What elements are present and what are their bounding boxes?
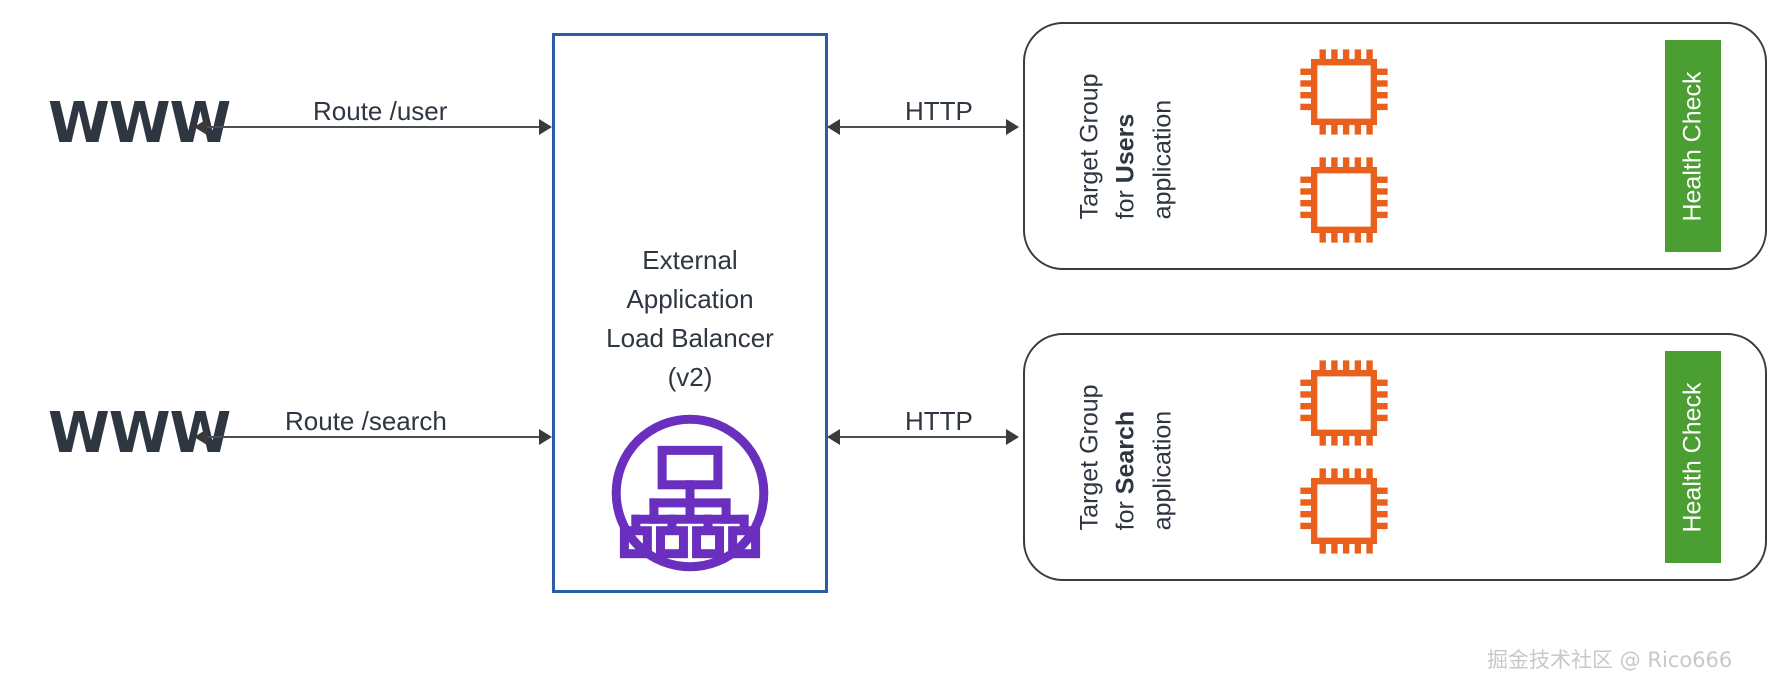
route-user-arrow-head-right (539, 119, 552, 135)
route-user-arrow-line (207, 126, 545, 128)
compute-instance-chip-icon (1290, 151, 1398, 249)
route-user-label: Route /user (313, 96, 448, 126)
tg-users-line-1: Target Group (1075, 73, 1104, 219)
target-group-users-instances (1290, 43, 1398, 249)
tg-search-for-text: for (1111, 493, 1140, 530)
tg-search-line-3: application (1148, 410, 1177, 530)
target-group-search-caption: Target Group for Search application (1053, 335, 1263, 579)
route-search-arrow-line (207, 436, 545, 438)
compute-instance-chip-icon (1290, 462, 1398, 560)
target-group-users-caption: Target Group for Users application (1053, 24, 1263, 268)
http-top-label: HTTP (905, 96, 973, 126)
tg-users-app-name: Users (1111, 113, 1140, 183)
target-group-users[interactable]: Target Group for Users application (1023, 22, 1767, 270)
http-bottom-label: HTTP (905, 406, 973, 436)
http-bottom-arrow-line (840, 436, 1012, 438)
health-check-badge-users[interactable]: Health Check (1665, 40, 1721, 252)
lb-title-line-2: Application (626, 284, 754, 314)
http-top-arrow-line (840, 126, 1012, 128)
lb-title-line-1: External (642, 245, 738, 275)
route-user-arrow-head-left (194, 119, 207, 135)
load-balancer-title: External Application Load Balancer (v2) (555, 241, 825, 397)
lb-title-line-4: (v2) (667, 362, 713, 392)
target-group-search-instances (1290, 354, 1398, 560)
tg-users-line-2: for Users (1108, 73, 1144, 219)
health-check-label: Health Check (1678, 381, 1707, 533)
route-search-arrow-head-right (539, 429, 552, 445)
tg-search-line-2: for Search (1108, 384, 1144, 530)
compute-instance-chip-icon (1290, 43, 1398, 141)
http-top-arrow-head-left (827, 119, 840, 135)
tg-search-app-name: Search (1111, 410, 1140, 494)
tg-search-line-1: Target Group (1075, 384, 1104, 530)
compute-instance-chip-icon (1290, 354, 1398, 452)
health-check-badge-search[interactable]: Health Check (1665, 351, 1721, 563)
lb-title-line-3: Load Balancer (606, 323, 774, 353)
tg-users-for-text: for (1111, 182, 1140, 219)
http-bottom-arrow-head-right (1006, 429, 1019, 445)
target-group-search[interactable]: Target Group for Search application (1023, 333, 1767, 581)
load-balancer-box[interactable]: External Application Load Balancer (v2) (552, 33, 828, 593)
route-search-label: Route /search (285, 406, 447, 436)
load-balancer-icon (608, 411, 772, 575)
http-bottom-arrow-head-left (827, 429, 840, 445)
http-top-arrow-head-right (1006, 119, 1019, 135)
watermark: 掘金技术社区 @ Rico666 (1487, 648, 1733, 672)
route-search-arrow-head-left (194, 429, 207, 445)
health-check-label: Health Check (1678, 70, 1707, 222)
tg-users-line-3: application (1148, 99, 1177, 219)
